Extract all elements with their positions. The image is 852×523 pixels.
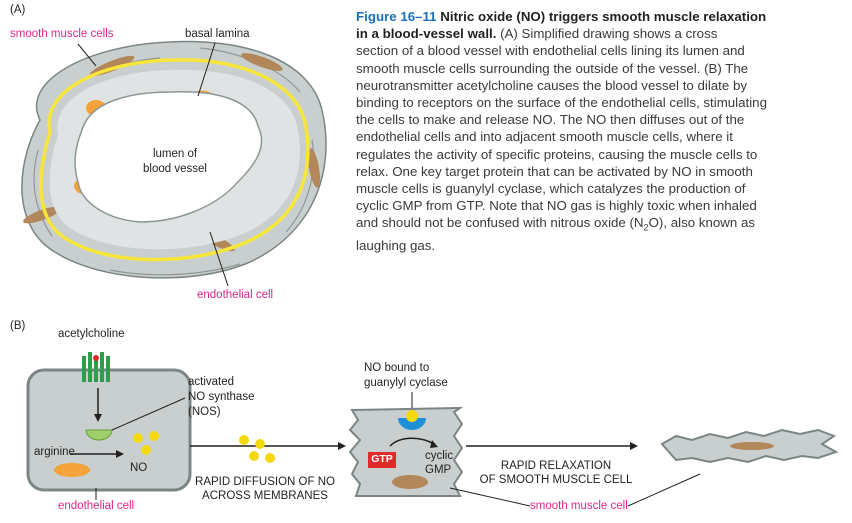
label-relax-2: OF SMOOTH MUSCLE CELL bbox=[479, 474, 633, 486]
gtp-box bbox=[368, 452, 396, 468]
figure-number: Figure 16–11 bbox=[356, 9, 437, 24]
caption-last-line: laughing gas. bbox=[356, 238, 436, 254]
relaxed-cell-nucleus bbox=[730, 442, 774, 450]
panel-b-drawing bbox=[26, 352, 839, 507]
contracted-smooth-muscle-cell bbox=[348, 406, 464, 497]
smooth-muscle-leader-right bbox=[627, 473, 701, 507]
lumen bbox=[74, 91, 263, 223]
caption-n2o-after: O), also known as bbox=[648, 215, 755, 231]
panel-a-leaders bbox=[77, 42, 229, 287]
caption-line: smooth muscle cells surrounding the outs… bbox=[356, 60, 749, 76]
label-cyclic: cyclic bbox=[425, 450, 454, 462]
label-diffusion-1: RAPID DIFFUSION OF NO bbox=[195, 476, 335, 488]
endothelial-nucleus bbox=[54, 463, 90, 477]
label-smooth-muscle-cells: smooth muscle cells bbox=[10, 28, 114, 40]
no-molecules-diffusing bbox=[239, 435, 275, 463]
label-no-bound: NO bound to bbox=[364, 362, 430, 374]
label-arginine: arginine bbox=[34, 446, 75, 458]
label-smooth-muscle-cell: smooth muscle cell bbox=[530, 500, 628, 512]
label-guanylyl-cyclase: guanylyl cyclase bbox=[364, 377, 448, 389]
acetylcholine-receptor bbox=[82, 352, 110, 382]
panel-a-label: (A) bbox=[10, 4, 26, 16]
caption-line: cyclic GMP from GTP. Note that NO gas is… bbox=[356, 198, 757, 214]
label-endothelial-cell-b: endothelial cell bbox=[58, 500, 135, 512]
label-lumen-2: blood vessel bbox=[143, 163, 207, 175]
label-relax-1: RAPID RELAXATION bbox=[500, 460, 612, 472]
label-nos: (NOS) bbox=[188, 406, 221, 418]
vessel-cross-section bbox=[21, 40, 327, 287]
caption-line: endothelial cells and into adjacent smoo… bbox=[356, 129, 733, 145]
caption-line: the cells to make and release NO. The NO… bbox=[356, 112, 745, 128]
caption-line: regulates the activity of specific prote… bbox=[356, 146, 758, 162]
caption-line-2-rest: (A) Simplified drawing shows a cross bbox=[500, 26, 718, 42]
label-basal-lamina: basal lamina bbox=[185, 28, 250, 40]
caption-line: section of a blood vessel with endotheli… bbox=[356, 43, 745, 59]
smooth-muscle-nucleus bbox=[392, 475, 428, 489]
nos-leader bbox=[111, 397, 186, 431]
label-diffusion-2: ACROSS MEMBRANES bbox=[202, 490, 328, 502]
label-gmp: GMP bbox=[425, 464, 452, 476]
caption-line: neurotransmitter acetylcholine causes th… bbox=[356, 77, 747, 93]
panel-b-label: (B) bbox=[10, 320, 26, 332]
no-molecules-endothelial bbox=[133, 431, 159, 455]
basal-lamina bbox=[39, 58, 310, 262]
figure-caption: Figure 16–11 Nitric oxide (NO) triggers … bbox=[356, 8, 846, 255]
nos-enzyme bbox=[85, 429, 113, 441]
caption-n2o-sub: 2 bbox=[643, 223, 649, 234]
label-lumen-1: lumen of bbox=[152, 148, 198, 160]
caption-title-1: Nitric oxide (NO) triggers smooth muscle… bbox=[440, 9, 767, 24]
smooth-muscle-leader-left bbox=[449, 487, 531, 507]
caption-line: binding to receptors on the surface of t… bbox=[356, 95, 767, 111]
label-acetylcholine: acetylcholine bbox=[58, 328, 125, 340]
bound-no bbox=[406, 410, 418, 422]
label-activated: activated bbox=[188, 376, 235, 388]
caption-line: muscle cells is guanylyl cyclase, which … bbox=[356, 181, 746, 197]
guanylyl-cyclase bbox=[398, 418, 426, 430]
caption-n2o-before: and should not be confused with nitrous … bbox=[356, 215, 644, 231]
caption-title-2: in a blood-vessel wall. bbox=[356, 26, 497, 42]
label-no: NO bbox=[130, 462, 148, 474]
label-gtp: GTP bbox=[371, 453, 393, 465]
label-endothelial-cell-a: endothelial cell bbox=[197, 289, 274, 301]
caption-line: relax. One key target protein that can b… bbox=[356, 163, 753, 179]
label-no-synthase: NO synthase bbox=[188, 391, 255, 403]
